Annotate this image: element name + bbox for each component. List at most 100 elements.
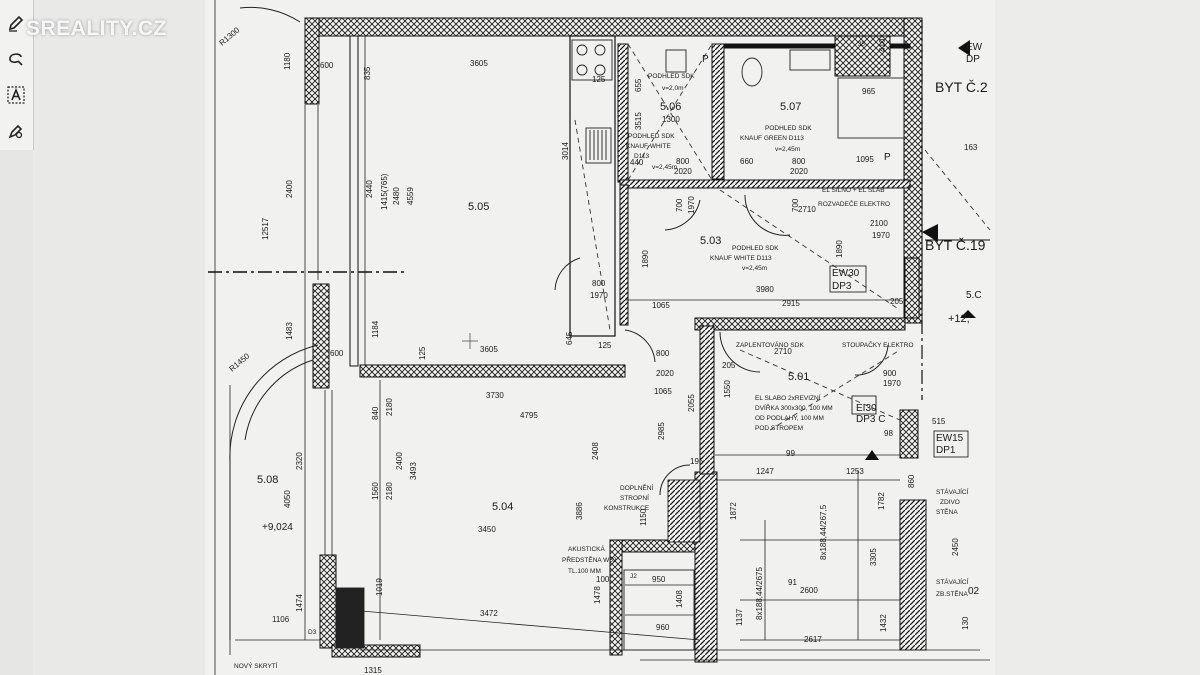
tag-dp3: DP3 [832, 281, 852, 292]
dim-965: 965 [862, 87, 876, 96]
note-doplneni2: STROPNÍ [620, 493, 649, 502]
wall-partition-503 [619, 184, 629, 326]
wall-left-pier [312, 283, 330, 389]
right-margin-sheet [995, 0, 1200, 675]
tag-02: 02 [968, 586, 980, 597]
dim-800b: 800 [792, 157, 806, 166]
note-kw-a: PODHLED SDK [628, 133, 675, 140]
room-507: 5.07 [780, 101, 801, 113]
note-stoupacky: STOUPAČKY ELEKTRO [842, 340, 914, 349]
wall-shaft-b [899, 499, 927, 651]
byt-19: BYT Č.19 [925, 237, 986, 253]
watermark-logo: SREALITY.CZ [26, 17, 167, 40]
dim-4795: 4795 [520, 411, 538, 420]
dim-900: 900 [883, 369, 897, 378]
tag-dp1: DP1 [936, 445, 956, 456]
note-rozvadece: EL SILNO + EL SLAB [822, 187, 885, 194]
wall-partition-505 [349, 35, 359, 367]
note-sdk506b: v=2,0m [662, 85, 684, 92]
dim-2617: 2617 [804, 635, 822, 644]
dim-130: 130 [961, 616, 970, 630]
note-503c: v=2,45m [742, 265, 767, 272]
note-rozvadece2: ROZVADEČE ELEKTRO [818, 199, 890, 208]
sink-grid-lines [589, 130, 607, 160]
note-novy-skryt: NOVÝ SKRYTÍ [234, 661, 278, 670]
markers [865, 40, 976, 460]
dim-1782: 1782 [877, 492, 886, 510]
wall-right-lower [904, 257, 920, 319]
dim-1890b: 1890 [835, 240, 844, 258]
dim-2600: 2600 [800, 586, 818, 595]
dim-655: 655 [634, 78, 643, 92]
room-504: 5.04 [492, 501, 513, 513]
note-sdk506a: PODHLED SDK [648, 73, 695, 80]
pencil-icon[interactable] [3, 10, 29, 36]
tag-p1: P [702, 54, 709, 65]
dim-1106: 1106 [272, 615, 290, 624]
core-box-a [623, 569, 695, 651]
dim-700a: 700 [675, 198, 684, 212]
dim-3605b: 3605 [480, 345, 498, 354]
wall-entry [619, 179, 911, 189]
dim-515: 515 [932, 417, 946, 426]
wall-kitchen-counter [569, 35, 616, 337]
dimensions: 3605 3605 600 600 1180 835 12517 2400 24… [261, 38, 978, 675]
note-doplneni1: DOPLNĚNÍ [620, 483, 653, 492]
dim-195: 195 [690, 457, 704, 466]
crosshair-cursor [462, 333, 478, 349]
left-margin-sheet [33, 0, 205, 675]
text-icon[interactable] [3, 82, 29, 108]
dim-1970a: 1970 [687, 196, 696, 214]
dim-3472: 3472 [480, 609, 498, 618]
fixtures [335, 39, 905, 651]
dim-700b: 700 [791, 198, 800, 212]
dim-2020c: 2020 [656, 369, 674, 378]
note-kg-a: PODHLED SDK [765, 125, 812, 132]
dim-1247: 1247 [756, 467, 774, 476]
wall-top [304, 17, 923, 37]
lasso-icon[interactable] [3, 46, 29, 72]
hob [571, 39, 613, 81]
dim-3515: 3515 [634, 112, 643, 130]
note-stavajici3: STĚNA [936, 507, 958, 516]
room-503: 5.03 [700, 235, 721, 247]
dim-2915: 2915 [782, 299, 800, 308]
dim-3605a: 3605 [470, 59, 488, 68]
note-akusticka1: AKUSTICKÁ [568, 544, 606, 553]
wall-left-lower [319, 554, 337, 649]
tag-dp3c: DP3 C [856, 414, 885, 425]
dim-1474: 1474 [295, 594, 304, 612]
dim-1432: 1432 [879, 614, 888, 632]
byt-20: BYT Č.2 [935, 79, 988, 95]
dim-1180: 1180 [283, 52, 292, 70]
wall-core-left [609, 539, 623, 656]
stamp-icon[interactable] [3, 118, 29, 144]
wall-right-lower2 [899, 409, 919, 459]
dim-1408: 1408 [675, 590, 684, 608]
tag-ew-top: EW [966, 42, 983, 53]
dim-3305: 3305 [869, 548, 878, 566]
dim-950: 950 [652, 575, 666, 584]
dim-1315: 1315 [364, 666, 382, 675]
dim-1483: 1483 [285, 322, 294, 340]
dim-1872: 1872 [729, 502, 738, 520]
dim-2440: 2440 [365, 180, 374, 198]
dim-3450: 3450 [478, 525, 496, 534]
room-501: 5.01 [788, 371, 809, 383]
note-stavajici4: STÁVAJÍCÍ [936, 577, 969, 586]
shower [837, 77, 905, 139]
note-kw-d: v=2,45m [652, 164, 677, 171]
dim-1970c: 1970 [590, 291, 608, 300]
dim-960: 960 [656, 623, 670, 632]
room-508: 5.08 [257, 474, 278, 486]
dim-2985: 2985 [657, 422, 666, 440]
note-doplneni3: KONSTRUKCE [604, 505, 650, 512]
dim-3014: 3014 [561, 142, 570, 160]
dim-2480: 2480 [392, 187, 401, 205]
dim-99: 99 [786, 449, 795, 458]
dim-1970d: 1970 [883, 379, 901, 388]
note-kg-c: v=2,45m [775, 146, 800, 153]
dim-2710a: 2710 [798, 205, 816, 214]
room-506: 5.06 [660, 101, 681, 113]
